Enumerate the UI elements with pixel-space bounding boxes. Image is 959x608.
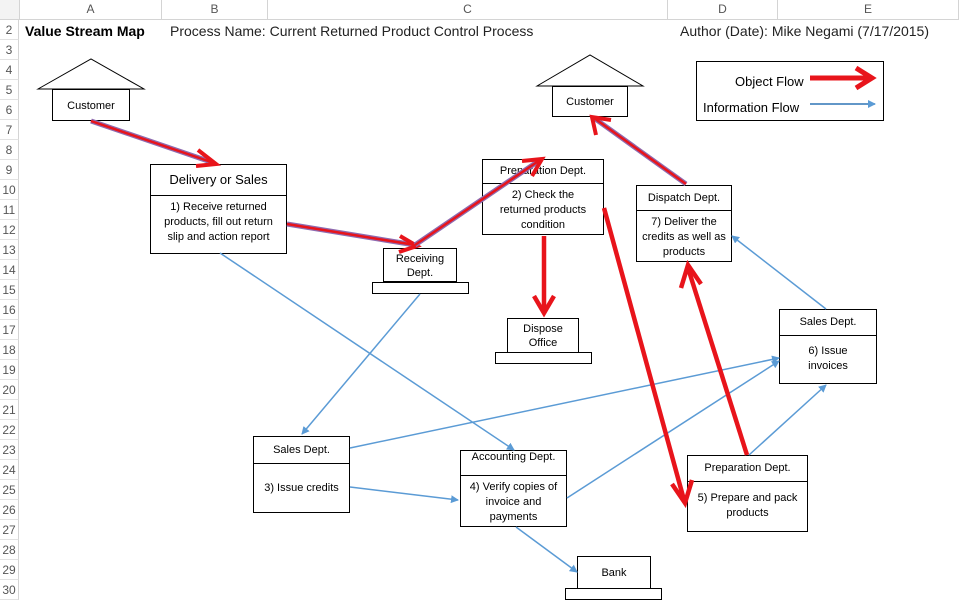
- row-header[interactable]: 24: [0, 460, 19, 480]
- row-header[interactable]: 26: [0, 500, 19, 520]
- row-header[interactable]: 27: [0, 520, 19, 540]
- row-header[interactable]: 12: [0, 220, 19, 240]
- bank-box[interactable]: Bank: [577, 556, 651, 589]
- dispose-office-platform: [495, 352, 592, 364]
- preparation-top-title: Preparation Dept.: [483, 160, 603, 184]
- row-header[interactable]: 8: [0, 140, 19, 160]
- row-header[interactable]: 4: [0, 60, 19, 80]
- receiving-dept-box[interactable]: Receiving Dept.: [383, 248, 457, 282]
- process-name: Process Name: Current Returned Product C…: [170, 23, 534, 39]
- preparation-bottom-box[interactable]: Preparation Dept. 5) Prepare and pack pr…: [687, 455, 808, 532]
- row-header[interactable]: 14: [0, 260, 19, 280]
- row-header[interactable]: 13: [0, 240, 19, 260]
- row-header[interactable]: 29: [0, 560, 19, 580]
- row-header[interactable]: 30: [0, 580, 19, 600]
- legend-object-flow-label: Object Flow: [735, 74, 804, 89]
- row-header[interactable]: 25: [0, 480, 19, 500]
- row-header[interactable]: 20: [0, 380, 19, 400]
- preparation-bottom-step: 5) Prepare and pack products: [697, 492, 798, 519]
- legend-information-flow-label: Information Flow: [703, 100, 800, 115]
- column-header-a[interactable]: A: [20, 0, 162, 19]
- row-header[interactable]: 3: [0, 40, 19, 60]
- delivery-sales-box[interactable]: Delivery or Sales 1) Receive returned pr…: [150, 164, 287, 254]
- preparation-top-box[interactable]: Preparation Dept. 2) Check the returned …: [482, 159, 604, 235]
- delivery-sales-title: Delivery or Sales: [151, 165, 286, 196]
- row-header[interactable]: 17: [0, 320, 19, 340]
- row-header[interactable]: 16: [0, 300, 19, 320]
- preparation-top-step: 2) Check the returned products condition: [499, 189, 587, 231]
- dispatch-dept-title: Dispatch Dept.: [637, 186, 731, 211]
- row-header[interactable]: 28: [0, 540, 19, 560]
- accounting-dept-box[interactable]: Accounting Dept. 4) Verify copies of inv…: [460, 450, 567, 527]
- row-header[interactable]: 2: [0, 20, 19, 40]
- column-header-c[interactable]: C: [268, 0, 668, 19]
- row-header[interactable]: 19: [0, 360, 19, 380]
- sales-left-step: 3) Issue credits: [264, 482, 339, 494]
- row-header[interactable]: 7: [0, 120, 19, 140]
- row-header[interactable]: 21: [0, 400, 19, 420]
- delivery-sales-step: 1) Receive returned products, fill out r…: [164, 201, 273, 243]
- accounting-dept-step: 4) Verify copies of invoice and payments: [469, 481, 558, 523]
- sales-left-title: Sales Dept.: [254, 437, 349, 464]
- row-header[interactable]: 11: [0, 200, 19, 220]
- author-date: Author (Date): Mike Negami (7/17/2015): [680, 23, 929, 39]
- sales-right-title: Sales Dept.: [780, 310, 876, 336]
- row-header[interactable]: 6: [0, 100, 19, 120]
- row-header[interactable]: 22: [0, 420, 19, 440]
- row-header[interactable]: 23: [0, 440, 19, 460]
- bank-platform: [565, 588, 662, 600]
- preparation-bottom-title: Preparation Dept.: [688, 456, 807, 482]
- dispatch-dept-step: 7) Deliver the credits as well as produc…: [642, 216, 726, 258]
- legend: Object Flow Information Flow: [696, 61, 884, 121]
- dispose-office-box[interactable]: Dispose Office: [507, 318, 579, 353]
- row-header[interactable]: 9: [0, 160, 19, 180]
- sales-left-box[interactable]: Sales Dept. 3) Issue credits: [253, 436, 350, 513]
- customer-left-box[interactable]: Customer: [52, 89, 130, 121]
- sales-right-step: 6) Issue invoices: [808, 345, 848, 372]
- receiving-dept-platform: [372, 282, 469, 294]
- customer-right-box[interactable]: Customer: [552, 86, 628, 117]
- page-title: Value Stream Map: [25, 23, 145, 39]
- column-header-e[interactable]: E: [778, 0, 959, 19]
- accounting-dept-title: Accounting Dept.: [461, 451, 566, 476]
- row-header[interactable]: 15: [0, 280, 19, 300]
- row-header[interactable]: 18: [0, 340, 19, 360]
- sales-right-box[interactable]: Sales Dept. 6) Issue invoices: [779, 309, 877, 384]
- column-header-b[interactable]: B: [162, 0, 268, 19]
- row-header[interactable]: 10: [0, 180, 19, 200]
- row-header[interactable]: 5: [0, 80, 19, 100]
- dispatch-dept-box[interactable]: Dispatch Dept. 7) Deliver the credits as…: [636, 185, 732, 262]
- column-header-bar: A B C D E: [0, 0, 959, 20]
- column-header-d[interactable]: D: [668, 0, 778, 19]
- select-all-corner[interactable]: [0, 0, 20, 19]
